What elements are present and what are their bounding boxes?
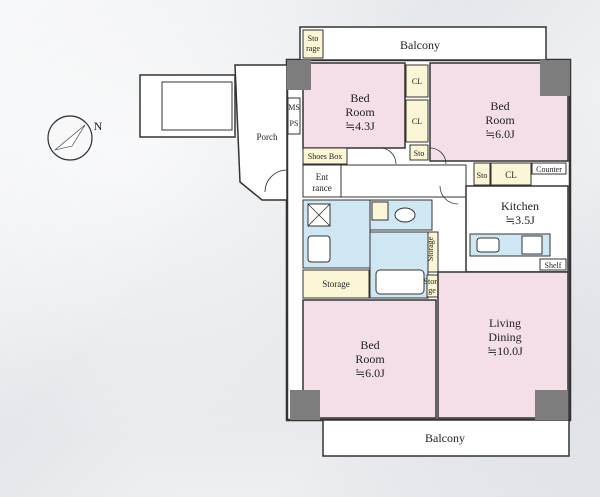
counter [531, 162, 567, 175]
door-swing-kitchen [439, 185, 459, 205]
closet-1-label: CL [412, 77, 422, 86]
entrance-label-2: rance [312, 183, 331, 193]
closet-3 [490, 162, 532, 186]
bedroom-4-3-label-2: Room [345, 105, 375, 119]
bedroom-6-0-bottom-label-1: Bed [360, 338, 379, 352]
pillar-bottom-right [535, 390, 568, 420]
balcony-bottom [322, 419, 570, 457]
stove [521, 235, 543, 255]
ms-ps-shaft [287, 97, 301, 135]
door-swing-bed1 [379, 147, 397, 165]
living-dining-size: ≒10.0J [487, 344, 523, 358]
entrance-label-1: Ent [316, 172, 329, 182]
storage-room [302, 269, 370, 299]
storage-living-label-1: Stora [424, 277, 441, 286]
bedroom-4-3 [302, 62, 406, 149]
closet-3-label: CL [505, 170, 517, 180]
storage-small-1-label: Sto [414, 149, 425, 158]
closet-2-label: CL [412, 117, 422, 126]
compass-north-label: N [94, 119, 103, 133]
shelf [539, 258, 567, 271]
sink [476, 237, 500, 253]
closet-2 [405, 99, 429, 143]
living-dining-label-1: Living [489, 316, 521, 330]
door-swing-entrance [264, 169, 288, 193]
storage-top-label-2: rage [306, 44, 320, 53]
storage-room-label: Storage [322, 279, 350, 289]
balcony-bottom-label: Balcony [425, 431, 465, 445]
shoes-box [302, 147, 348, 165]
storage-living-label-2: ge [428, 286, 436, 295]
bedroom-6-0-bottom-label-2: Room [355, 352, 385, 366]
bedroom-6-0-top-label-2: Room [485, 113, 515, 127]
washbasin [307, 235, 331, 263]
bedroom-4-3-label-1: Bed [350, 91, 369, 105]
kitchen-size: ≒3.5J [505, 213, 535, 227]
ms-label: MS [288, 103, 300, 112]
storage-small-1 [409, 144, 429, 161]
balcony-top [299, 26, 547, 61]
storage-toilet [371, 201, 389, 221]
bedroom-6-0-top-label-1: Bed [490, 99, 509, 113]
pillar-top-left [287, 60, 311, 90]
porch-label: Porch [257, 132, 278, 142]
pillar-top-right [540, 60, 570, 96]
porch-area [234, 64, 288, 201]
hallway [340, 164, 467, 198]
toilet [394, 207, 416, 223]
storage-small-2-label: Sto [477, 171, 488, 180]
kitchen-label: Kitchen [501, 199, 539, 213]
closet-1 [405, 64, 429, 98]
bedroom-6-0-bottom-size: ≒6.0J [355, 366, 385, 380]
entrance [302, 164, 342, 198]
washing-machine-x [307, 203, 331, 227]
gate [161, 81, 233, 131]
storage-vertical-label: Storage [426, 236, 435, 261]
storage-top-label-1: Sto [308, 34, 319, 43]
storage-small-2 [473, 162, 491, 186]
balcony-top-label: Balcony [400, 38, 440, 52]
shelf-label: Shelf [545, 261, 562, 270]
storage-top [302, 29, 324, 59]
bedroom-6-0-top-size: ≒6.0J [485, 127, 515, 141]
corridor-approach [139, 74, 236, 138]
living-dining-label-2: Dining [488, 330, 521, 344]
kitchen [465, 185, 569, 273]
storage-vertical [427, 231, 439, 273]
counter-label: Counter [536, 165, 562, 174]
ps-label: PS [290, 119, 299, 128]
bedroom-6-0-bottom [302, 299, 437, 419]
bedroom-4-3-size: ≒4.3J [345, 119, 375, 133]
compass: N [47, 115, 103, 161]
door-swing-bed2 [429, 147, 447, 165]
shoes-box-label: Shoes Box [308, 152, 342, 161]
pillar-bottom-left [290, 390, 320, 420]
bathtub [375, 269, 425, 295]
